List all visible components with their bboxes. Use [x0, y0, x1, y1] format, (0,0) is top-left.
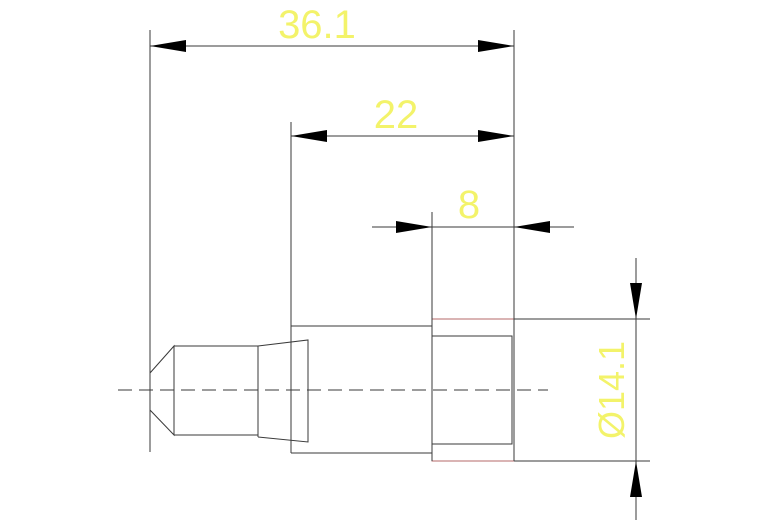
arrow-right	[478, 130, 514, 142]
arrow-right-in	[396, 221, 432, 233]
dim-body-length: 22	[291, 93, 514, 142]
arrow-down	[630, 283, 642, 319]
arrow-left	[291, 130, 327, 142]
arrow-left	[150, 40, 186, 52]
arrow-up	[630, 461, 642, 497]
part-outline	[149, 318, 515, 462]
thread-outer-edge	[431, 319, 515, 461]
dim-thread-length: 8	[372, 183, 574, 233]
arrow-right	[478, 40, 514, 52]
dim-body-length-label: 22	[374, 93, 419, 137]
dim-overall-length: 36.1	[150, 3, 514, 52]
tapered-collar	[257, 339, 309, 443]
dim-diameter-label: Ø14.1	[591, 341, 632, 439]
dim-overall-length-label: 36.1	[278, 3, 356, 47]
dim-thread-length-label: 8	[458, 183, 480, 227]
nose-section	[174, 345, 258, 436]
dim-diameter: Ø14.1	[591, 258, 642, 520]
extension-lines	[149, 30, 650, 462]
arrow-left-in	[514, 221, 550, 233]
